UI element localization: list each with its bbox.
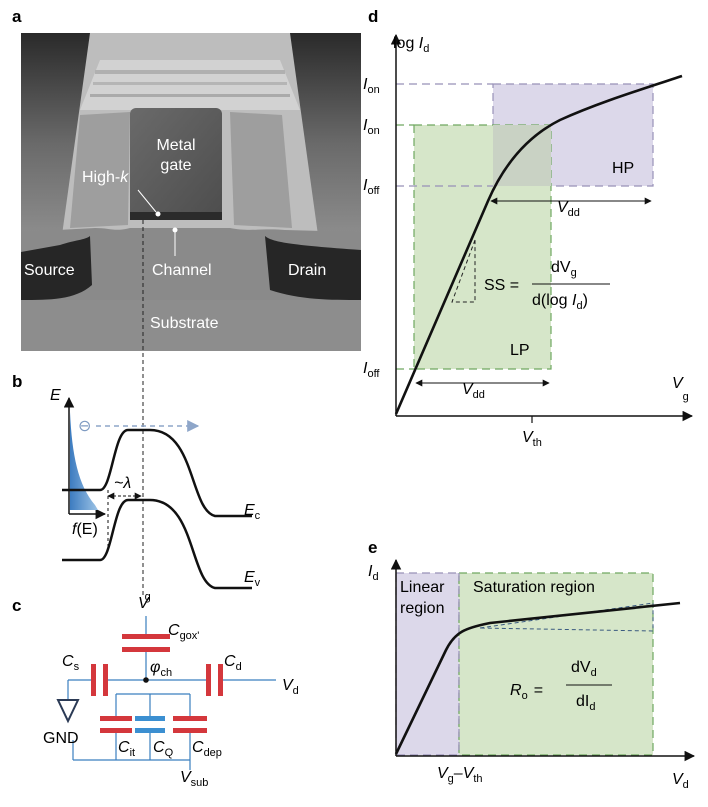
metal-gate-label-1: Metal — [156, 137, 195, 154]
ioff-hp-label: Ioff — [363, 177, 380, 197]
linear-region — [395, 572, 460, 756]
gnd-label: GND — [43, 730, 79, 747]
panel-label-a: a — [12, 7, 22, 26]
ro-numerator: dVd — [571, 659, 597, 679]
ss-numerator: dVg — [551, 259, 577, 279]
ss-triangle — [451, 239, 476, 303]
hp-label: HP — [612, 160, 634, 177]
ground-icon — [56, 699, 80, 724]
ro-label: Ro= — [510, 682, 543, 702]
ev-label: Ev — [244, 569, 261, 589]
hp-lp-overlap — [493, 125, 551, 186]
vth-label: Vth — [522, 429, 542, 449]
substrate-label: Substrate — [150, 315, 219, 332]
lambda-label: ~λ — [114, 475, 131, 492]
electron-symbol: ⊖ — [78, 416, 91, 435]
cit-label: Cit — [118, 739, 135, 759]
ioff-lp-label: Ioff — [363, 360, 380, 380]
vg-terminal-label: Vg — [138, 591, 151, 612]
ro-denominator: dId — [576, 693, 595, 713]
circuit-diagram: Vg Cgox' Cs Cd — [43, 591, 299, 789]
vdd-hp-label: Vdd — [557, 199, 580, 219]
band-diagram: E f(E) ⊖ ~λ Ec Ev — [50, 387, 261, 590]
conduction-band-curve — [62, 428, 252, 518]
channel-marker — [172, 227, 178, 233]
vg-minus-vth-label: Vg–Vth — [437, 765, 483, 785]
e-y-axis-label: Id — [368, 563, 379, 583]
high-k-label: High-k — [82, 169, 129, 186]
channel-node — [143, 677, 149, 683]
output-curve — [394, 601, 681, 755]
panel-label-c: c — [12, 596, 21, 615]
metal-gate-label-2: gate — [160, 157, 191, 174]
vsub-label: Vsub — [180, 769, 208, 789]
lp-label: LP — [510, 342, 530, 359]
energy-axis-label: E — [50, 387, 61, 404]
transfer-curve — [394, 74, 683, 415]
d-x-axis-label: Vg — [672, 375, 689, 403]
fermi-distribution — [70, 412, 98, 510]
cgox-capacitor — [122, 634, 170, 639]
panel-label-b: b — [12, 372, 22, 391]
cd-capacitor — [206, 664, 211, 696]
cs-capacitor — [91, 664, 96, 696]
vdd-lp-label: Vdd — [462, 381, 485, 401]
ion-hp-label: Ion — [363, 76, 380, 96]
panel-label-d: d — [368, 7, 378, 26]
source-label: Source — [24, 262, 75, 279]
high-k-marker — [155, 211, 161, 217]
vd-terminal-label: Vd — [282, 677, 299, 697]
linear-region-label-1: Linear — [400, 579, 445, 596]
output-characteristic-plot: Id Vd Linear region Saturation region Ro… — [368, 558, 696, 791]
ss-label: SS = — [484, 277, 519, 294]
cdep-label: Cdep — [192, 739, 222, 759]
saturation-region-label: Saturation region — [473, 579, 595, 596]
cgox-label: Cgox' — [168, 622, 199, 642]
valence-band-curve — [62, 498, 252, 590]
transfer-characteristic-plot: log Id Vg Ion Ion Ioff Ioff HP LP Vdd Vd… — [363, 33, 694, 449]
drain-label: Drain — [288, 262, 326, 279]
channel-label: Channel — [152, 262, 212, 279]
linear-region-label-2: region — [400, 600, 444, 617]
e-x-axis-label: Vd — [672, 771, 689, 791]
cdep-capacitor — [173, 716, 207, 721]
d-y-axis-label: log Id — [393, 35, 429, 55]
panel-label-e: e — [368, 538, 377, 557]
cq-capacitor — [135, 716, 165, 721]
ec-label: Ec — [244, 502, 261, 522]
tem-image: Metal gate High-k Channel Source Drain S… — [21, 33, 361, 351]
cq-label: CQ — [153, 739, 174, 759]
ion-lp-label: Ion — [363, 117, 380, 137]
phi-ch-label: φch — [150, 659, 172, 679]
cd-label: Cd — [224, 653, 242, 673]
cs-label: Cs — [62, 653, 80, 673]
fe-axis-label: f(E) — [72, 521, 98, 538]
cit-capacitor — [100, 716, 132, 721]
ss-denominator: d(log Id) — [532, 292, 588, 312]
saturation-region — [458, 572, 654, 756]
